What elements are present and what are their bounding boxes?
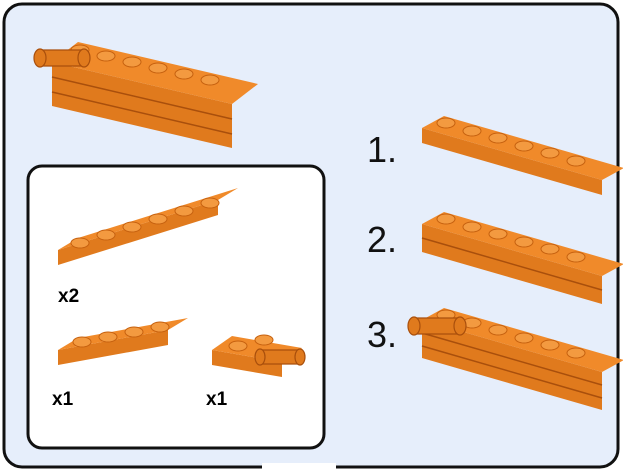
panel-border-gap [262,463,336,469]
step-2-label: 2. [367,219,397,260]
qty-1x2-clip-plate: x1 [206,389,228,410]
step-3-label: 3. [367,314,397,355]
step-3-clip [408,317,466,335]
step-1-label: 1. [367,129,397,170]
qty-1x6-plate: x2 [58,286,79,307]
qty-1x4-plate: x1 [52,389,74,410]
clip-attachment [34,49,90,67]
